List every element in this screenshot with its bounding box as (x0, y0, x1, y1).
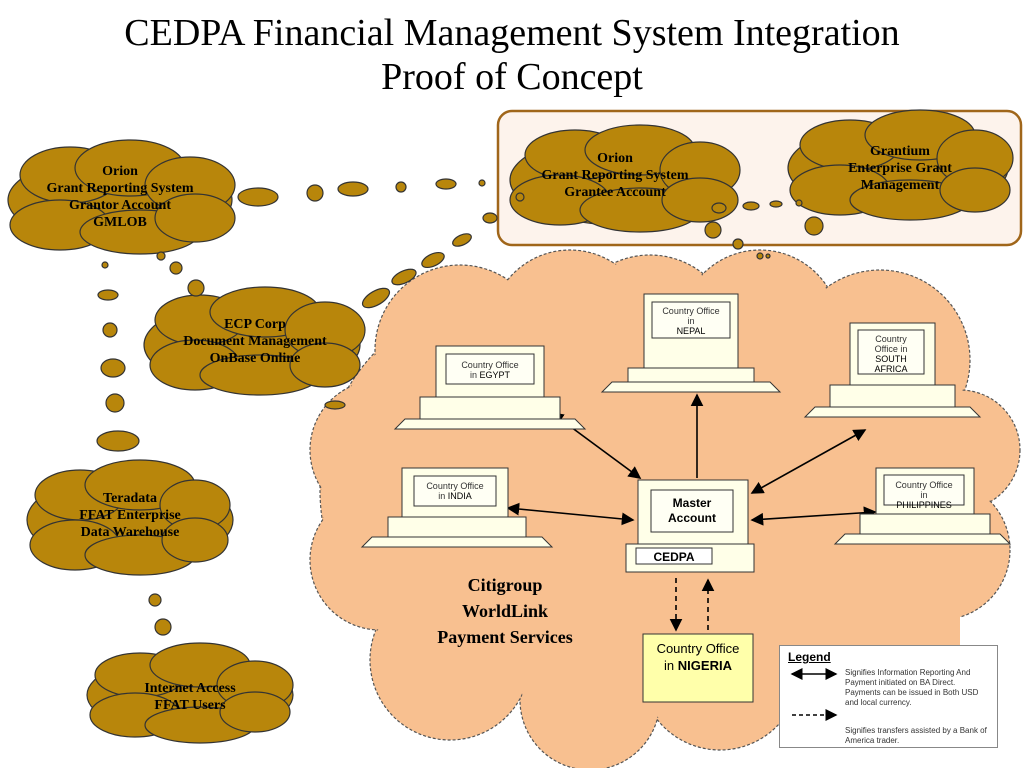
cloud-line: Grantium (870, 144, 930, 159)
pc-line: INDIA (447, 491, 472, 501)
nigeria-label: Country Office in NIGERIA (643, 640, 753, 674)
cloud-line: Orion (597, 151, 633, 166)
cloud-line: Grant Reporting System (46, 181, 194, 196)
computer-philippines (833, 467, 1012, 545)
cloud-internet (86, 642, 294, 744)
nigeria-line: in (664, 658, 675, 673)
worldlink-line: Payment Services (437, 627, 573, 647)
pc-line: in (469, 370, 477, 380)
cloud-line: OnBase Online (209, 351, 301, 366)
nigeria-line: NIGERIA (677, 658, 732, 673)
worldlink-line: WorldLink (461, 601, 549, 621)
legend-arrows (790, 668, 838, 721)
nigeria-line: Country Office (656, 641, 740, 656)
worldlink-line: Citigroup (467, 575, 543, 595)
cloud-line: Grantor Account (68, 198, 171, 213)
legend: Legend Signifies Information Reporting A… (779, 645, 998, 748)
pc-line: Country Office (426, 481, 484, 491)
legend-solid-text: Signifies Information Reporting And Paym… (845, 668, 979, 707)
cloud-line: Management (860, 178, 940, 193)
cloud-ecp (143, 286, 366, 396)
pc-line: Country Office (461, 360, 519, 370)
cloud-grantium (787, 109, 1014, 221)
cloud-orion-grantor-text: Orion Grant Reporting System Grantor Acc… (20, 163, 220, 231)
computer-philippines-label: Country Office in PHILIPPINES (884, 480, 964, 510)
pc-line: in (920, 490, 928, 500)
nigeria-office-box (642, 633, 754, 703)
cloud-teradata-text: Teradata FFAT Enterprise Data Warehouse (35, 490, 225, 541)
computer-india (360, 467, 554, 548)
cloud-line: Data Warehouse (80, 525, 180, 540)
pc-line: NEPAL (676, 326, 706, 336)
computer-nepal (600, 293, 782, 393)
cloud-line: FFAT Users (154, 698, 226, 713)
pc-line: EGYPT (479, 370, 511, 380)
pc-line: PHILIPPINES (896, 500, 952, 510)
cloud-teradata (26, 459, 234, 576)
cloud-grantium-text: Grantium Enterprise Grant Management (805, 143, 995, 194)
computer-egypt-label: Country Office in EGYPT (446, 360, 534, 380)
cloud-line: Enterprise Grant (848, 161, 952, 176)
computer-south-africa-label: Country Office in SOUTH AFRICA (858, 334, 924, 374)
cloud-ecp-text: ECP Corp Document Management OnBase Onli… (155, 316, 355, 367)
connector-bubbles (96, 178, 824, 636)
pc-line: Country (875, 334, 907, 344)
computer-egypt (393, 345, 587, 430)
computer-india-label: Country Office in INDIA (414, 481, 496, 501)
cloud-line: ECP Corp (224, 317, 286, 332)
cloud-orion-grantee-text: Orion Grant Reporting System Grantee Acc… (515, 150, 715, 201)
cloud-line: Grant Reporting System (541, 168, 689, 183)
cloud-line: Teradata (103, 491, 157, 506)
cloud-orion-grantor (7, 139, 236, 255)
legend-title: Legend (788, 650, 831, 664)
master-account-label: Master Account (651, 496, 733, 526)
page-subtitle: Proof of Concept (381, 56, 643, 98)
cloud-line: Grantee Account (564, 185, 666, 200)
pc-line: in (687, 316, 695, 326)
pc-line: SOUTH (875, 354, 907, 364)
cloud-line: Orion (102, 164, 138, 179)
cloud-line: GMLOB (93, 215, 147, 230)
cloud-line: Internet Access (144, 681, 236, 696)
computer-master (625, 479, 755, 573)
cloud-orion-grantee (509, 124, 741, 233)
cloud-line: FFAT Enterprise (79, 508, 181, 523)
legend-dashed-text: Signifies transfers assisted by a Bank o… (845, 726, 987, 745)
page-title: CEDPA Financial Management System Integr… (124, 12, 900, 54)
computer-south-africa (803, 322, 982, 418)
pc-line: in (438, 491, 446, 501)
master-line: Master (672, 496, 712, 510)
pc-line: Office in (874, 344, 908, 354)
master-line: Account (668, 511, 716, 525)
pc-line: Country Office (895, 480, 953, 490)
cloud-internet-text: Internet Access FFAT Users (95, 680, 285, 714)
computer-nepal-label: Country Office in NEPAL (652, 306, 730, 336)
pc-line: AFRICA (874, 364, 908, 374)
cloud-line: Document Management (183, 334, 327, 349)
cedpa-label: CEDPA (653, 550, 695, 564)
worldlink-label: Citigroup WorldLink Payment Services (405, 572, 605, 650)
pc-line: Country Office (662, 306, 720, 316)
